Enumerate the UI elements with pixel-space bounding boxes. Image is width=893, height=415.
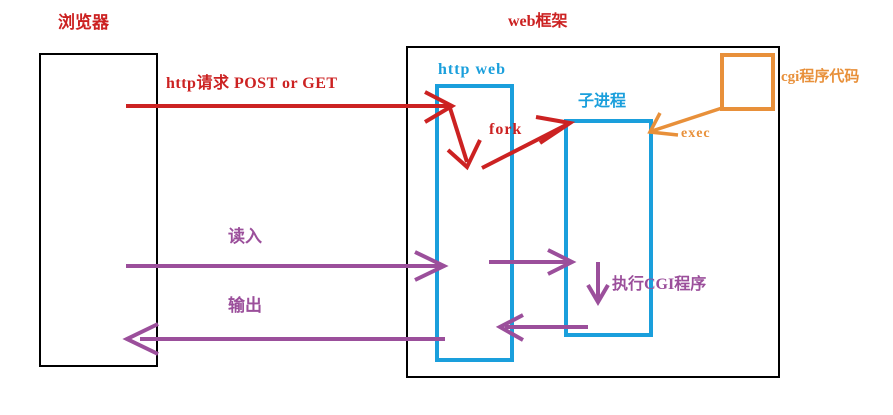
- child-process-box: [564, 119, 653, 337]
- cgi-code-box: [720, 53, 775, 111]
- webframe-box: [406, 46, 780, 378]
- fork-arrow-right: [481, 115, 576, 170]
- fork-arrow-down: [446, 107, 482, 171]
- webframe-title: web框架: [508, 13, 568, 30]
- pipe-in-arrow: [489, 248, 577, 276]
- browser-box: [39, 53, 158, 367]
- http-web-label: http web: [438, 61, 507, 78]
- exec-cgi-arrow: [586, 262, 610, 306]
- exec-cgi-label: 执行CGI程序: [612, 276, 707, 293]
- read-in-label: 读入: [228, 227, 262, 246]
- exec-label: exec: [681, 126, 711, 141]
- output-label: 输出: [228, 296, 262, 315]
- cgi-code-label: cgi程序代码: [781, 69, 860, 85]
- http-request-arrow: [126, 90, 457, 124]
- http-request-label: http请求 POST or GET: [166, 75, 338, 92]
- exec-arrow: [647, 106, 723, 137]
- http-web-box: [435, 84, 514, 362]
- browser-title: 浏览器: [58, 13, 109, 32]
- fork-label: fork: [489, 121, 523, 138]
- output-arrow: [122, 322, 445, 356]
- child-process-label: 子进程: [578, 93, 627, 110]
- pipe-out-arrow: [495, 313, 588, 342]
- read-in-arrow: [126, 250, 449, 282]
